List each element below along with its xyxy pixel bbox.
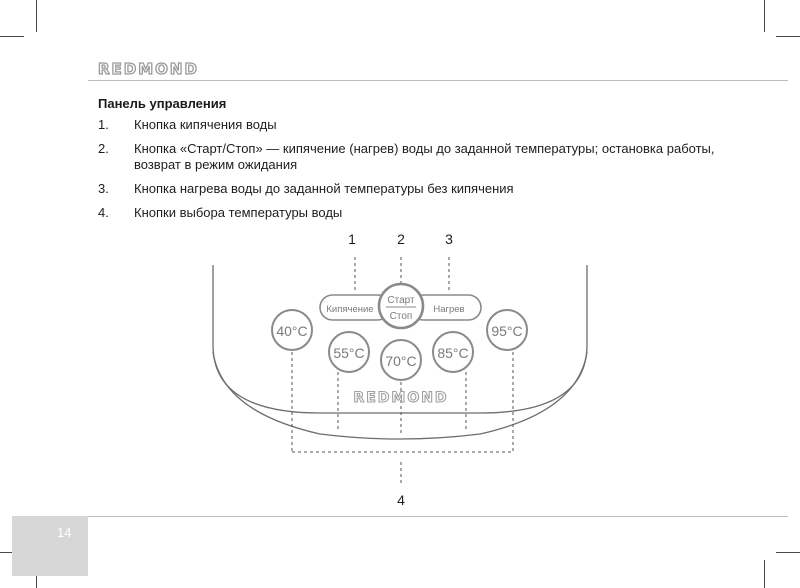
- temp-label-95: 95°C: [491, 323, 522, 339]
- list-item: 3. Кнопка нагрева воды до заданной темпе…: [98, 181, 718, 197]
- page-number: 14: [57, 525, 72, 540]
- list-item-text: Кнопка нагрева воды до заданной температ…: [134, 181, 514, 196]
- temp-button-95[interactable]: [486, 309, 528, 351]
- list-item: 4. Кнопки выбора температуры воды: [98, 205, 718, 221]
- list-item-number: 4.: [98, 205, 109, 220]
- crop-mark-top-left-v: [36, 0, 37, 32]
- temp-label-85: 85°C: [437, 345, 468, 361]
- heat-button-label: Нагрев: [433, 304, 464, 315]
- temp-button-70[interactable]: [380, 339, 422, 381]
- crop-mark-top-left-h: [0, 36, 24, 37]
- temp-label-55: 55°C: [333, 345, 364, 361]
- start-label: Старт: [387, 295, 415, 306]
- crop-mark-bottom-right-v: [764, 560, 765, 588]
- temp-label-40: 40°C: [276, 323, 307, 339]
- list-item: 2. Кнопка «Старт/Стоп» — кипячение (нагр…: [98, 141, 718, 173]
- section-title: Панель управления: [98, 96, 227, 111]
- callout-number-3: 3: [445, 231, 453, 247]
- temp-button-85[interactable]: [432, 331, 474, 373]
- list-item: 1. Кнопка кипячения воды: [98, 117, 718, 133]
- list-item-number: 2.: [98, 141, 109, 156]
- temp-button-55[interactable]: [328, 331, 370, 373]
- callout-number-1: 1: [348, 231, 356, 247]
- temp-button-40[interactable]: [271, 309, 313, 351]
- crop-mark-bottom-right-h: [776, 552, 800, 553]
- footer-divider: [88, 516, 788, 517]
- kettle-base-outline: [212, 351, 588, 440]
- brand-logo: REDMOND: [97, 59, 199, 78]
- start-stop-button[interactable]: [377, 282, 425, 330]
- page-number-box: [12, 516, 88, 576]
- leader-lines: [291, 257, 514, 484]
- crop-mark-top-right-v: [764, 0, 765, 32]
- header-divider: [88, 80, 788, 81]
- control-list: 1. Кнопка кипячения воды 2. Кнопка «Стар…: [98, 117, 718, 229]
- stop-label: Стоп: [390, 311, 413, 322]
- list-item-text: Кнопка «Старт/Стоп» — кипячение (нагрев)…: [134, 141, 715, 172]
- device-logo: REDMOND: [353, 390, 448, 406]
- list-item-number: 1.: [98, 117, 109, 132]
- list-item-number: 3.: [98, 181, 109, 196]
- crop-mark-top-right-h: [776, 36, 800, 37]
- callout-number-2: 2: [397, 231, 405, 247]
- list-item-text: Кнопка кипячения воды: [134, 117, 277, 132]
- list-item-text: Кнопки выбора температуры воды: [134, 205, 343, 220]
- boil-button-label: Кипячение: [326, 304, 373, 315]
- callout-number-4: 4: [397, 492, 405, 508]
- temp-label-70: 70°C: [385, 353, 416, 369]
